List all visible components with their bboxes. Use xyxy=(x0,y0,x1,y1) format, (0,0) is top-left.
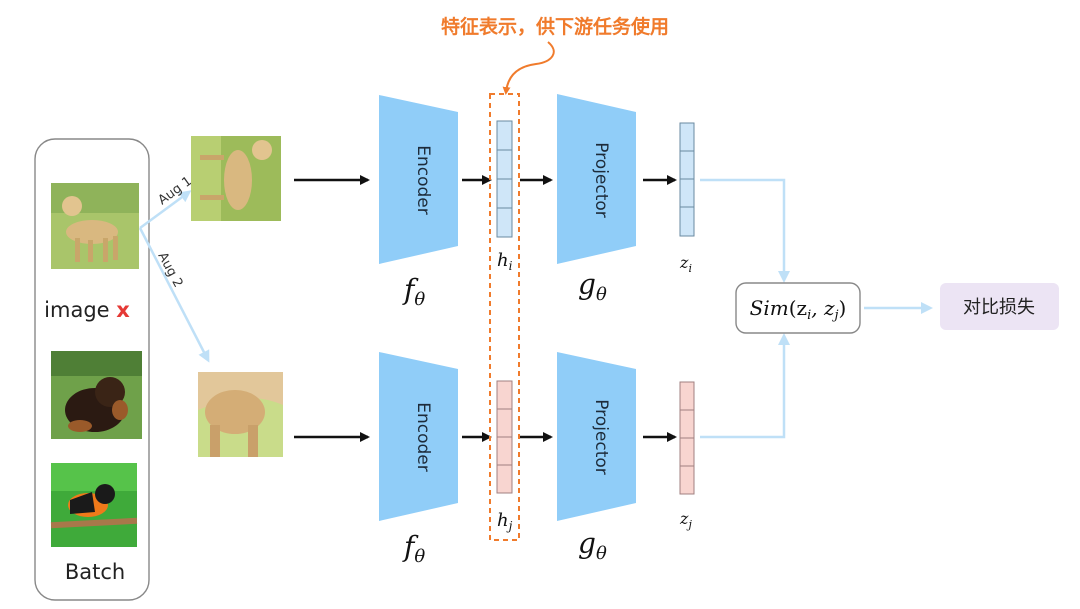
zi-label: zi xyxy=(679,253,692,275)
annotation-curve xyxy=(502,41,555,95)
feature-vector-hj xyxy=(496,380,513,494)
bird-photo-icon xyxy=(50,463,138,547)
encoder-top-label: Encoder xyxy=(413,145,433,215)
projector-bottom-label: Projector xyxy=(591,399,611,475)
projector-top-func: gθ xyxy=(578,268,607,305)
aug2-arrow xyxy=(138,227,210,363)
contrastive-loss-box: 对比损失 xyxy=(940,283,1059,330)
projector-bottom: Projector xyxy=(557,352,636,521)
batch-label: Batch xyxy=(65,560,125,584)
aug2-label: Aug 2 xyxy=(154,250,185,290)
augmented-view-1 xyxy=(191,136,281,221)
encoder-top: Encoder xyxy=(379,95,458,264)
hj-label: hj xyxy=(497,510,513,533)
annotation-text: 特征表示，供下游任务使用 xyxy=(441,15,669,38)
feature-highlight-box xyxy=(489,93,520,541)
image-var-x: x xyxy=(116,298,130,322)
encoder-bottom-func: fθ xyxy=(402,530,425,567)
projection-vector-zi xyxy=(679,122,695,237)
projection-vector-zj xyxy=(679,381,695,495)
loss-label: 对比损失 xyxy=(963,297,1035,318)
connector-zi-to-sim xyxy=(700,178,790,283)
encoder-top-func: fθ xyxy=(402,273,425,310)
similarity-text: Sim(zi, zj) xyxy=(750,296,847,323)
aug1-arrow xyxy=(139,190,192,230)
zj-label: zj xyxy=(679,509,692,531)
projector-bottom-func: gθ xyxy=(578,527,607,564)
encoder-bottom-label: Encoder xyxy=(413,402,433,472)
labrador-photo-icon xyxy=(51,183,139,269)
feature-vector-hi xyxy=(496,120,513,238)
batch-panel: image x Batch xyxy=(34,138,150,601)
connector-zj-to-sim xyxy=(700,333,790,439)
similarity-box: Sim(zi, zj) xyxy=(735,282,861,334)
puppy-photo-icon xyxy=(51,351,142,439)
augmented-view-2 xyxy=(198,372,283,457)
image-x-label: image x xyxy=(44,298,130,322)
projector-top-label: Projector xyxy=(591,142,611,218)
projector-top: Projector xyxy=(557,94,636,264)
encoder-bottom: Encoder xyxy=(379,352,458,521)
hi-label: hi xyxy=(497,250,513,273)
